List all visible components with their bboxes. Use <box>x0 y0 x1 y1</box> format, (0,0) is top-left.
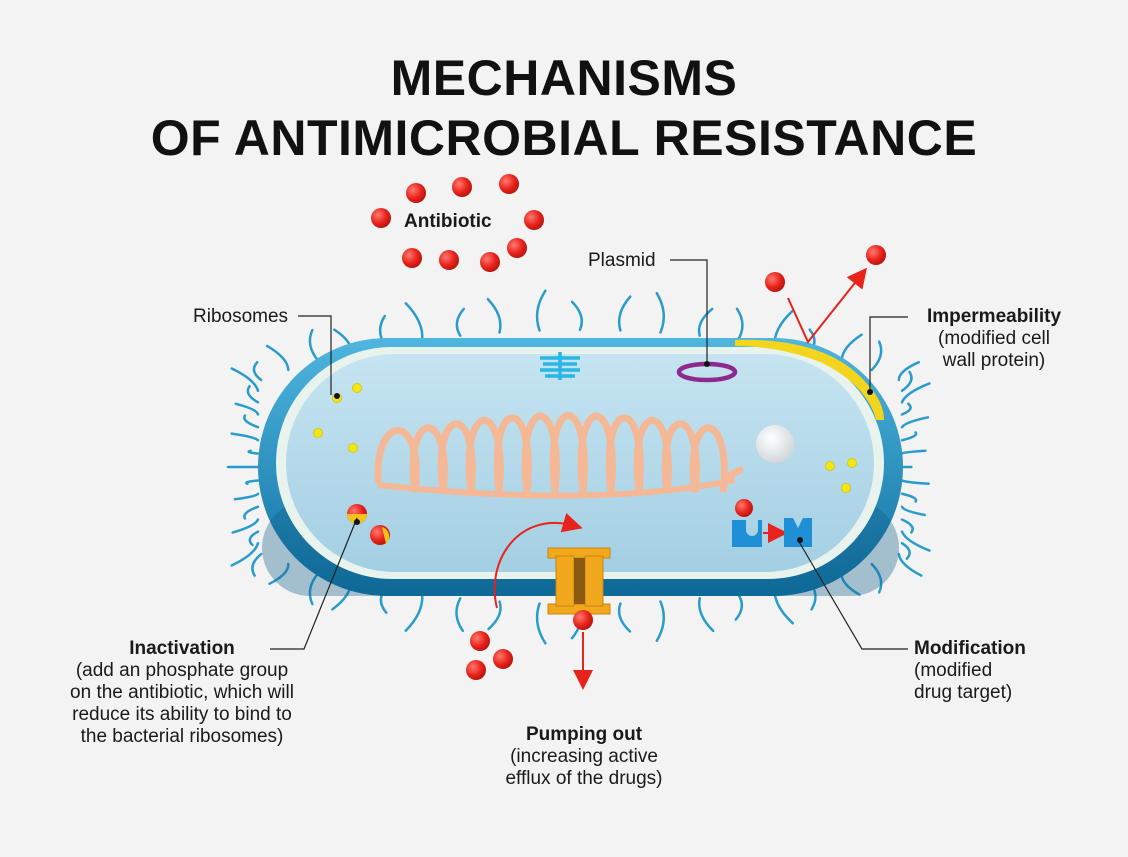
page-title: MECHANISMS OF ANTIMICROBIAL RESISTANCE <box>0 48 1128 168</box>
chromosome-dna <box>374 412 744 499</box>
inactivated-antibiotics <box>347 504 390 545</box>
antibiotic-molecules <box>371 174 886 680</box>
impermeability-label: Impermeability (modified cell wall prote… <box>926 306 1062 371</box>
pumping-out-label: Pumping out (increasing active efflux of… <box>505 724 663 789</box>
antibiotic-arrows <box>493 267 867 690</box>
title-line-2: OF ANTIMICROBIAL RESISTANCE <box>150 110 978 166</box>
rna-icon <box>540 352 580 380</box>
drug-target-icons <box>732 499 812 547</box>
efflux-pump-icon <box>547 547 611 630</box>
plasmid-label: Plasmid <box>588 250 656 271</box>
inactivation-label: Inactivation (add an phosphate group on … <box>70 638 294 747</box>
ribosome-dots <box>313 383 857 493</box>
storage-granule <box>756 425 794 463</box>
impermeable-patch <box>735 339 884 420</box>
leader-lines <box>270 259 908 650</box>
ribosomes-label: Ribosomes <box>193 306 289 327</box>
modification-label: Modification (modified drug target) <box>914 638 1026 703</box>
title-line-1: MECHANISMS <box>390 50 738 106</box>
leader-dots <box>334 361 873 543</box>
antibiotic-label: Antibiotic <box>404 211 492 232</box>
